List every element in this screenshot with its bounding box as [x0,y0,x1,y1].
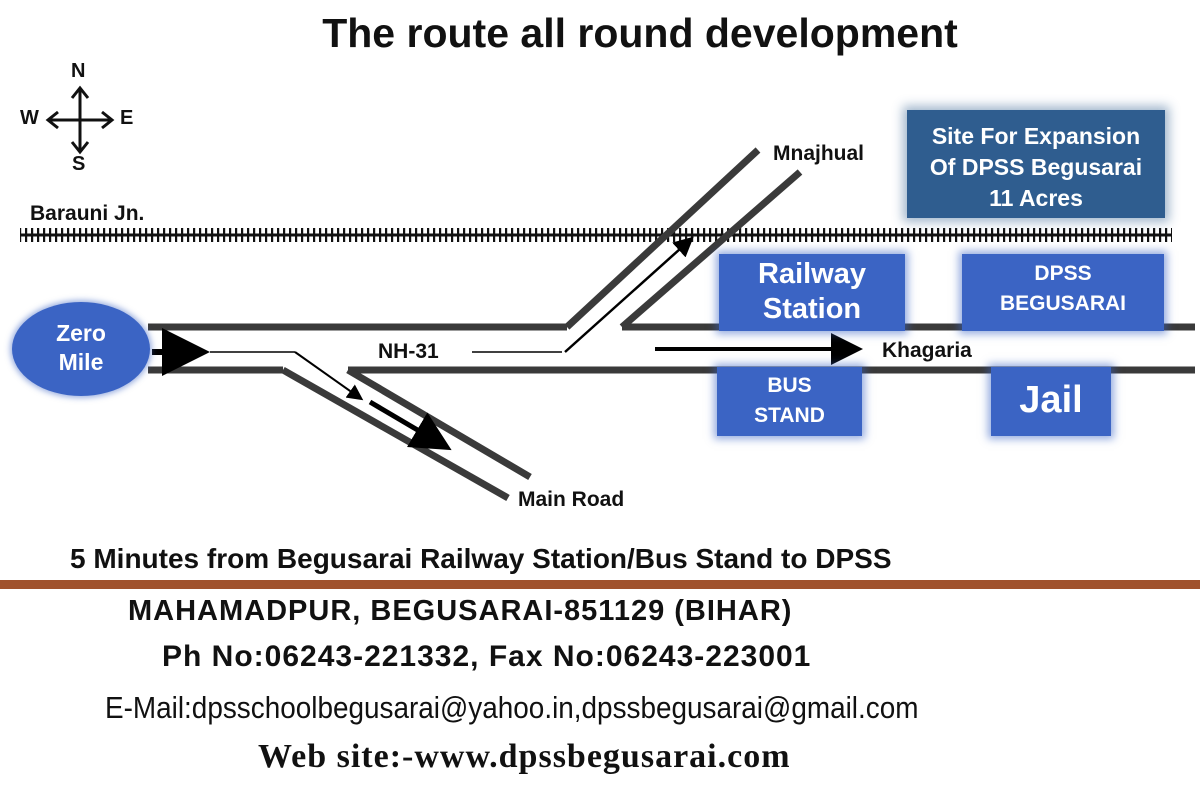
dpss-line2: BEGUSARAI [999,292,1126,315]
bus-stand-line2: STAND [754,404,825,427]
compass-west: W [20,107,39,129]
expansion-site-box: Site For Expansion Of DPSS Begusarai 11 … [907,110,1165,218]
compass-rose-icon: N S W E [20,60,140,180]
mnajhual-road [564,147,803,330]
jail-box: Jail [991,367,1111,436]
dpss-begusarai-box: DPSS BEGUSARAI [962,254,1164,331]
zero-mile-line2: Mile [58,349,104,375]
email: E-Mail:dpsschoolbegusarai@yahoo.in,dpssb… [105,690,919,725]
phone: Ph No:06243-221332, Fax No:06243-223001 [162,640,812,673]
main-road-label: Main Road [518,488,625,511]
bus-stand-line1: BUS [767,374,812,397]
dpss-line1: DPSS [1034,262,1092,285]
nh31-label: NH-31 [378,340,439,363]
divider [0,580,1200,589]
main-road [281,366,532,502]
mnajhual-label: Mnajhual [773,142,865,165]
mnajhual-direction-line [564,236,694,353]
expansion-line1: Site For Expansion [931,123,1141,149]
zero-mile-marker: Zero Mile [12,302,150,396]
main-road-direction-line [294,351,364,401]
website: Web site:-www.dpssbegusarai.com [258,738,791,775]
map-title: The route all round development [322,10,958,56]
address: MAHAMADPUR, BEGUSARAI-851129 (BIHAR) [128,595,793,627]
tagline: 5 Minutes from Begusarai Railway Station… [70,543,892,574]
barauni-label: Barauni Jn. [30,202,145,225]
railway-station-line2: Station [762,293,862,325]
bus-stand-box: BUS STAND [717,367,862,436]
expansion-line3: 11 Acres [989,185,1083,211]
route-arrows [152,236,863,451]
compass-south: S [72,153,86,175]
compass-east: E [120,107,134,129]
jail-label: Jail [1019,379,1083,421]
railway-station-box: Railway Station [719,254,905,331]
khagaria-label: Khagaria [882,339,972,362]
main-road-arrow [368,399,452,451]
compass-north: N [71,60,86,82]
expansion-line2: Of DPSS Begusarai [929,154,1143,180]
railway-track [20,228,1172,242]
zero-mile-line1: Zero [56,320,106,346]
railway-station-line1: Railway [758,258,866,290]
